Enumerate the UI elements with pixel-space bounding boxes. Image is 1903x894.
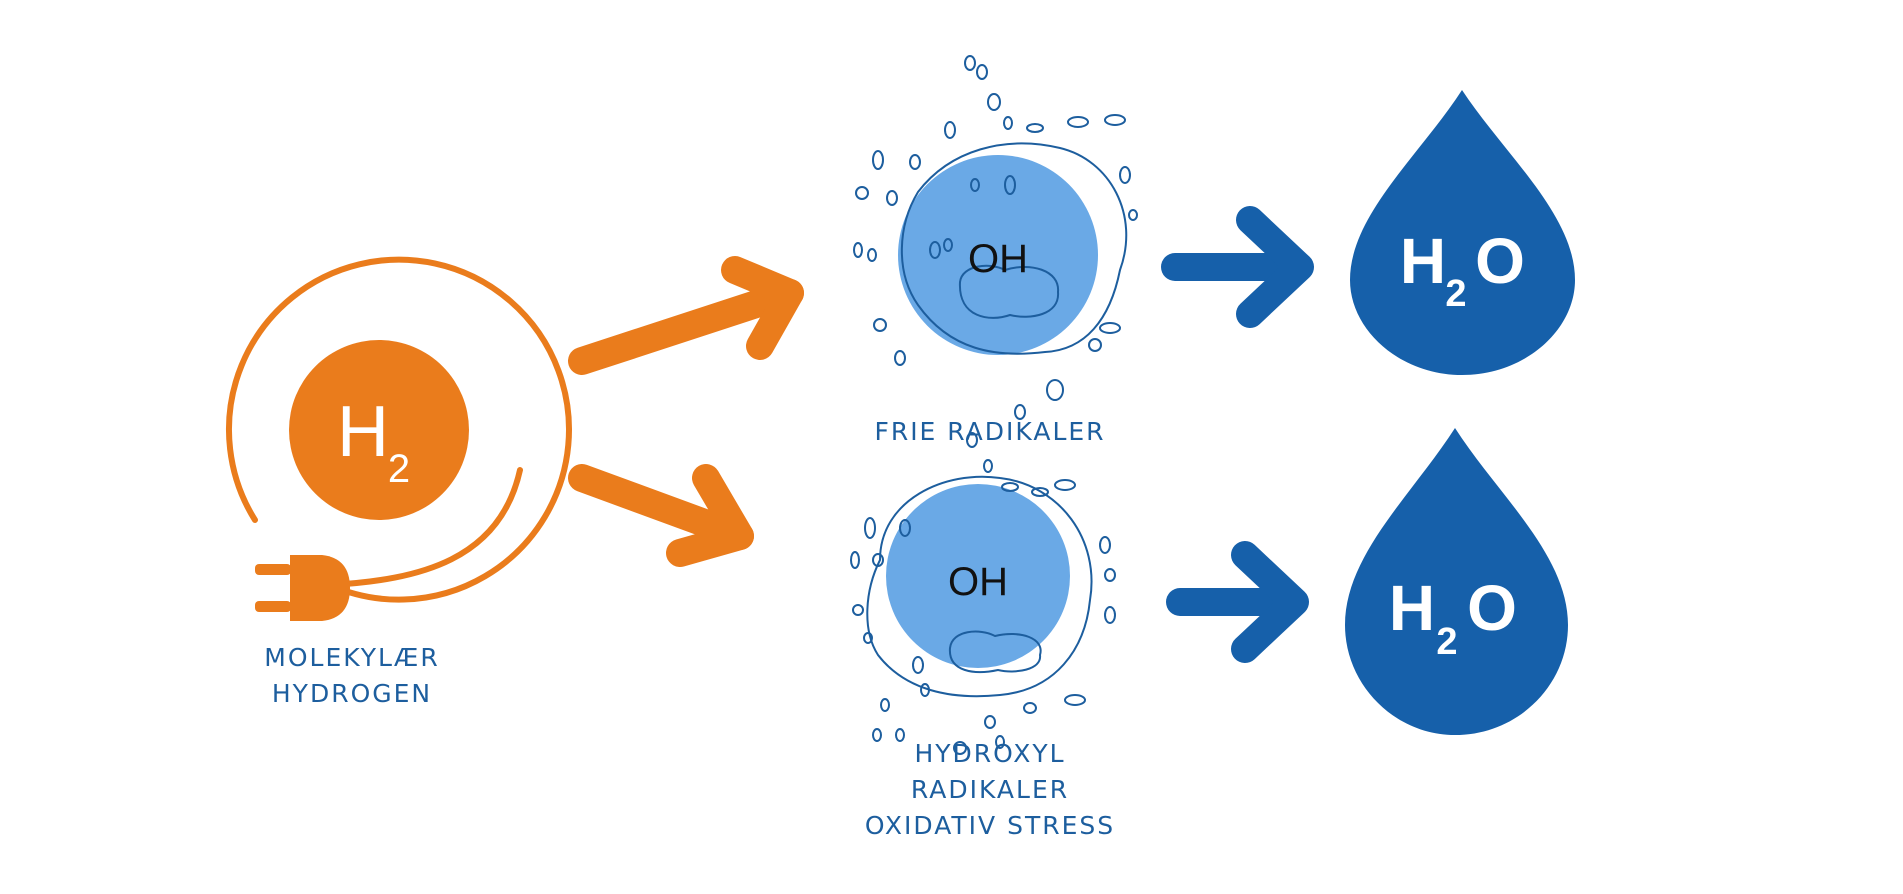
h2-subscript: 2 (388, 447, 410, 491)
h2-symbol: H (337, 392, 389, 472)
free-radical-circle (898, 155, 1098, 355)
hydroxyl-caption-line: RADIKALER (910, 775, 1070, 804)
free-radical-label: OH (968, 237, 1028, 281)
water-drop-bottom: H 2 O (1345, 428, 1568, 735)
h2o-top-suffix: O (1475, 225, 1525, 297)
h2o-bottom-symbol: H (1389, 572, 1435, 644)
orange-arrow-down (568, 464, 754, 567)
h2o-top-symbol: H (1400, 225, 1446, 297)
hydroxyl-radical-circle (886, 484, 1070, 668)
hydrogen-source: H 2 (225, 256, 572, 621)
free-radical-particles (853, 55, 1138, 420)
hydroxyl-radical-nucleus (948, 630, 1042, 674)
free-radical-outline (900, 142, 1128, 355)
h2o-bottom-subscript: 2 (1436, 621, 1457, 663)
water-drop-icon (1350, 90, 1575, 375)
hydrogen-caption-line: HYDROGEN (271, 679, 433, 708)
hydroxyl-caption-line: HYDROXYL (914, 739, 1066, 768)
hydrogen-caption-line: MOLEKYLÆR (264, 643, 440, 672)
hydrogen-caption: MOLEKYLÆR HYDROGEN (232, 640, 472, 712)
h2o-bottom-suffix: O (1467, 572, 1517, 644)
power-plug-icon (255, 555, 350, 621)
hydroxyl-radical-particles (850, 432, 1116, 755)
hydroxyl-caption-line: OXIDATIV STRESS (864, 811, 1116, 840)
blue-arrow-top (1161, 206, 1314, 328)
water-drop-icon (1345, 428, 1568, 735)
hydroxyl-radicals-caption: HYDROXYL RADIKALER OXIDATIV STRESS (830, 736, 1150, 844)
hydroxyl-radical-label: OH (948, 560, 1008, 604)
h2o-top-subscript: 2 (1445, 273, 1466, 315)
blue-arrow-bottom (1166, 541, 1309, 663)
free-radical-nucleus (958, 264, 1060, 319)
water-drop-top: H 2 O (1350, 90, 1575, 375)
orange-arrow-up (568, 256, 804, 375)
free-radical: OH (853, 55, 1138, 420)
free-radicals-caption: FRIE RADIKALER (840, 414, 1140, 450)
free-radicals-caption-line: FRIE RADIKALER (874, 417, 1106, 446)
plug-cord (225, 256, 572, 603)
h2-circle (289, 340, 469, 520)
hydroxyl-radical-outline (866, 475, 1093, 698)
plug-cord-end (327, 467, 523, 588)
hydroxyl-radical: OH (850, 432, 1116, 755)
